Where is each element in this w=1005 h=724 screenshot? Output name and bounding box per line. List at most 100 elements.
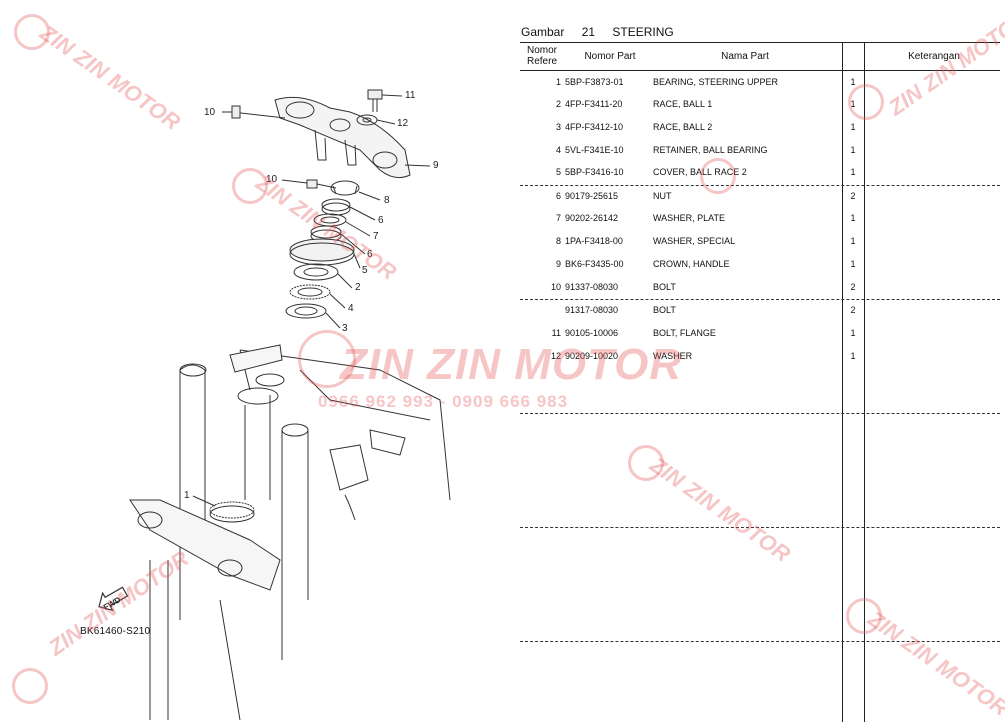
parts-catalog: Gambar 21 STEERING Nomor Refere Nomor Pa… [520,22,1000,722]
row-part-number: 90209-10020 [565,351,619,361]
row-qty: 1 [850,351,856,361]
callout-6b: 6 [367,249,373,260]
table-row: 8 1PA-F3418-00 WASHER, SPECIAL 1 [520,231,1000,253]
row-part-name: COVER, BALL RACE 2 [653,167,747,177]
watermark-logo [14,14,50,50]
row-part-name: BEARING, STEERING UPPER [653,77,779,87]
row-part-number: 1PA-F3418-00 [565,236,623,246]
row-ref: 4 [555,145,561,155]
row-ref: 6 [555,191,561,201]
group-divider [520,527,1000,528]
header-part: Nomor Part [584,51,636,62]
watermark-logo [628,445,664,481]
row-part-name: RETAINER, BALL BEARING [653,145,768,155]
watermark-logo [846,598,882,634]
group-divider [520,641,1000,642]
row-ref: 7 [555,213,561,223]
diagram-code: BK61460-S210 [80,626,151,637]
callout-12: 12 [397,118,409,129]
callout-6: 6 [378,215,384,226]
table-row: 91317-08030 BOLT 2 [520,300,1000,322]
row-part-number: 4FP-F3412-10 [565,122,624,132]
row-qty: 1 [850,145,856,155]
row-part-name: RACE, BALL 2 [653,122,713,132]
figure-name: STEERING [612,25,674,39]
qty-column-rule-right [864,42,865,722]
row-qty: 1 [850,259,856,269]
row-part-name: RACE, BALL 1 [653,99,713,109]
row-part-number: 5BP-F3873-01 [565,77,624,87]
callout-11: 11 [405,90,416,101]
header-name: Nama Part [721,51,769,62]
row-ref: 11 [551,328,561,338]
table-row: 10 91337-08030 BOLT 2 [520,277,1000,299]
group-divider [520,185,1000,186]
watermark-logo [232,168,268,204]
row-qty: 1 [850,328,856,338]
row-part-name: BOLT [653,282,676,292]
callout-2: 2 [355,282,361,293]
callout-1: 1 [184,490,190,501]
row-part-number: 91337-08030 [565,282,619,292]
row-qty: 1 [850,236,856,246]
table-row: 1 5BP-F3873-01 BEARING, STEERING UPPER 1 [520,72,1000,94]
header-notes: Keterangan [908,51,960,62]
table-row: 7 90202-26142 WASHER, PLATE 1 [520,208,1000,230]
row-part-name: WASHER [653,351,693,361]
row-part-number: 91317-08030 [565,305,619,315]
table-top-rule [520,42,1000,43]
figure-number: 21 [581,25,596,39]
row-ref: 9 [555,259,561,269]
row-part-number: 90179-25615 [565,191,619,201]
row-part-name: BOLT [653,305,676,315]
row-part-name: WASHER, PLATE [653,213,726,223]
callout-4: 4 [348,303,354,314]
qty-column-rule-left [842,42,843,722]
row-qty: 1 [850,213,856,223]
callout-5: 5 [362,265,368,276]
row-ref: 12 [550,351,561,361]
gambar-label: Gambar [521,25,565,39]
row-qty: 1 [850,167,856,177]
row-qty: 2 [850,305,856,315]
row-part-number: 5VL-F341E-10 [565,145,624,155]
row-part-number: 90202-26142 [565,213,619,223]
table-row: 11 90105-10006 BOLT, FLANGE 1 [520,323,1000,345]
parts-diagram: 10 11 12 9 10 8 6 7 6 5 2 4 3 1 FWD BK61… [80,89,451,721]
row-part-number: 4FP-F3411-20 [565,99,623,109]
row-part-name: BOLT, FLANGE [653,328,716,338]
row-ref: 1 [555,77,561,87]
table-header-rule [520,70,1000,71]
group-divider [520,413,1000,414]
table-row: 4 5VL-F341E-10 RETAINER, BALL BEARING 1 [520,140,1000,162]
row-qty: 1 [850,122,856,132]
callout-8: 8 [384,195,390,206]
row-ref: 3 [555,122,561,132]
row-part-number: BK6-F3435-00 [565,259,624,269]
watermark-logo [298,330,356,388]
row-ref: 10 [550,282,561,292]
row-qty: 1 [850,77,856,87]
callout-9: 9 [433,160,439,171]
figure-title: Gambar 21 STEERING [521,25,688,39]
row-part-number: 90105-10006 [565,328,619,338]
table-row: 12 90209-10020 WASHER 1 [520,346,1000,368]
row-qty: 2 [850,282,856,292]
row-ref: 5 [555,167,561,177]
watermark-logo [12,668,48,704]
steering-exploded-drawing [98,89,451,721]
group-divider [520,299,1000,300]
row-part-name: WASHER, SPECIAL [653,236,736,246]
row-ref: 8 [555,236,561,246]
parts-table: Nomor Refere Nomor Part Nama Part Ketera… [520,42,1000,722]
row-part-name: NUT [653,191,672,201]
table-row: 6 90179-25615 NUT 2 [520,186,1000,208]
header-ref: Nomor Refere [526,45,557,67]
watermark-logo [848,84,884,120]
callout-3: 3 [342,323,348,334]
row-ref: 2 [555,99,561,109]
row-qty: 2 [850,191,856,201]
